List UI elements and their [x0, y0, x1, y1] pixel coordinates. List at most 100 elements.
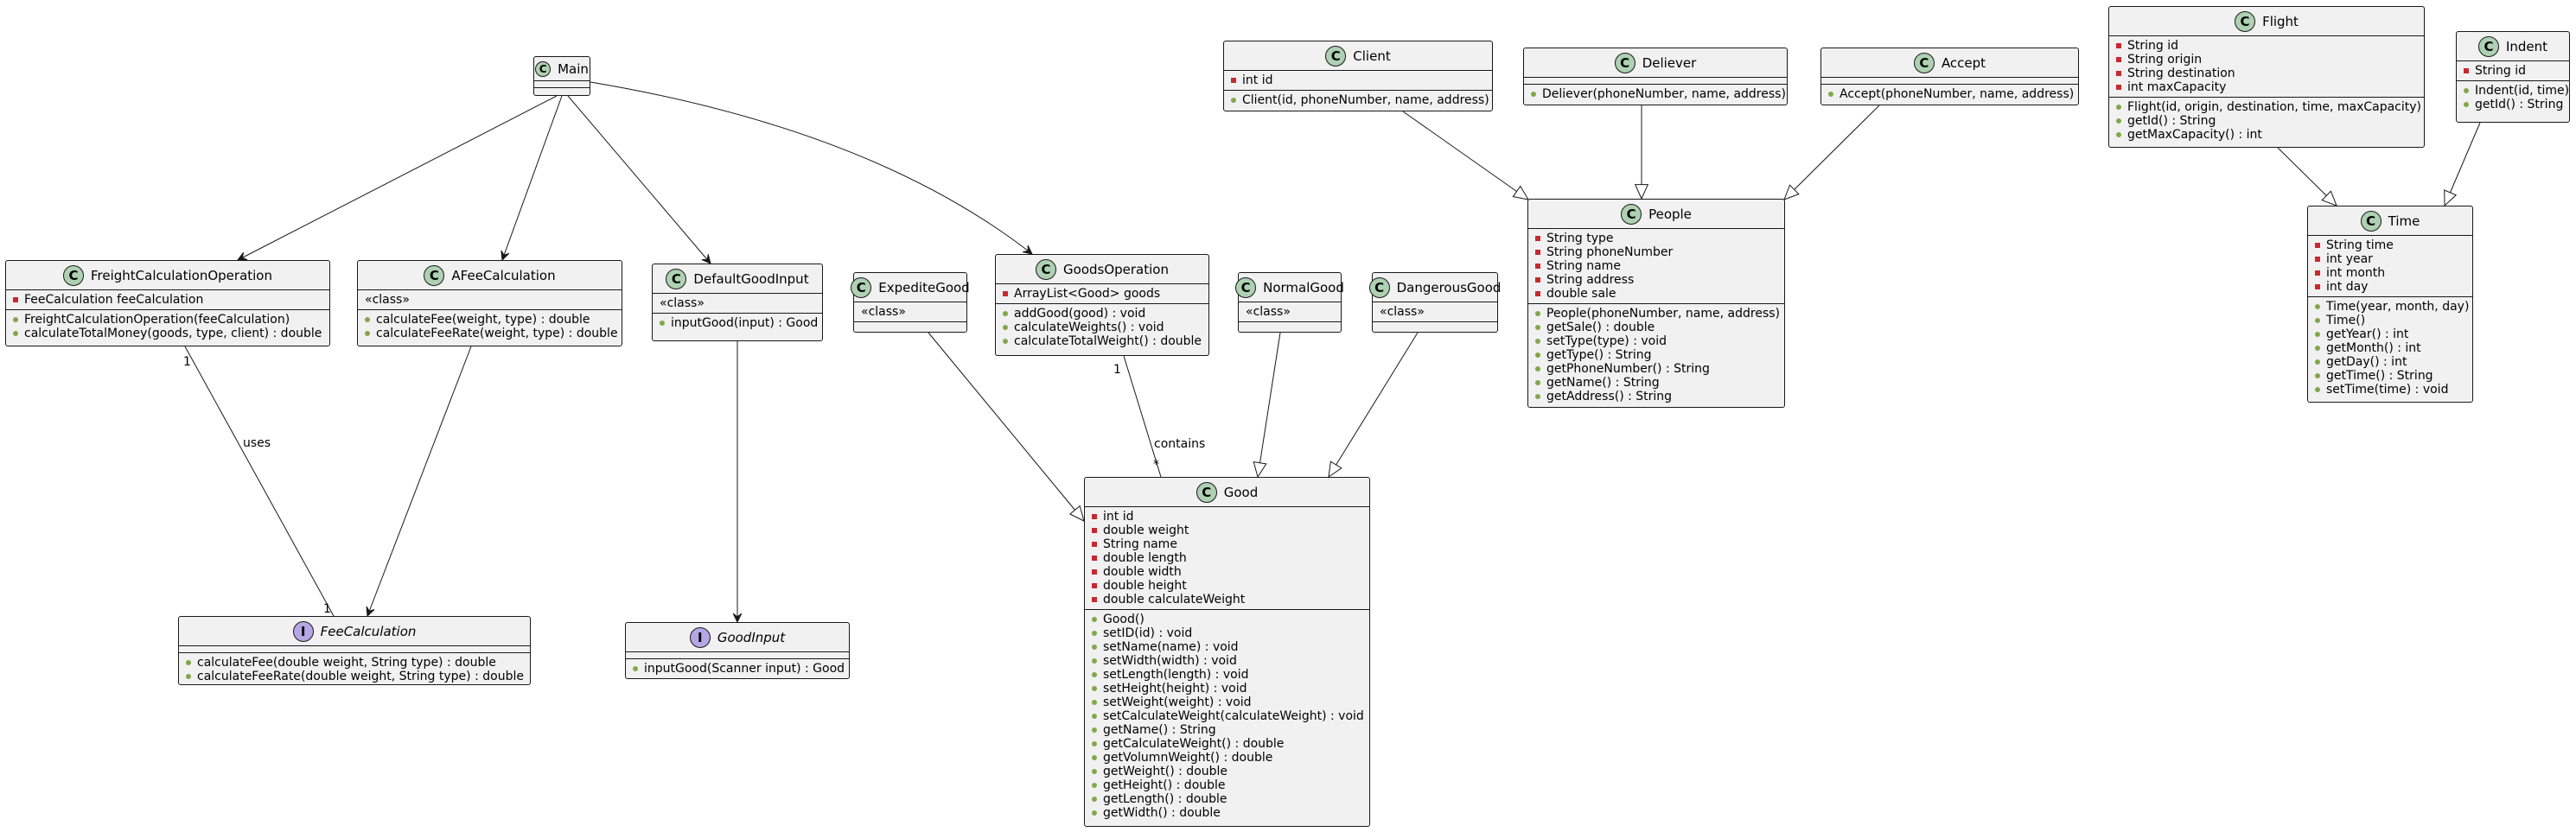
operation-text: People(phoneNumber, name, address) — [1546, 307, 1780, 321]
attribute: String destination — [2116, 67, 2424, 80]
attribute-text: String time — [2326, 238, 2394, 252]
operation-compartment — [854, 322, 966, 329]
attribute-compartment: String id — [2457, 61, 2569, 81]
class-icon: C — [1913, 52, 1935, 73]
attribute-text: String origin — [2127, 53, 2203, 67]
public-visibility-icon — [186, 660, 191, 665]
operation: getDay() : int — [2315, 355, 2472, 369]
inheritance-line-normal-good-to-good — [1257, 332, 1281, 478]
private-visibility-icon — [1535, 277, 1540, 283]
attribute-text: int id — [1242, 73, 1273, 87]
class-icon: C — [1235, 276, 1257, 298]
multiplicity-label: 1 — [1113, 363, 1121, 377]
public-visibility-icon — [1535, 311, 1540, 316]
operation: getTime() : String — [2315, 369, 2472, 383]
operation: Deliever(phoneNumber, name, address) — [1531, 87, 1787, 101]
operation-compartment: inputGood(Scanner input) : Good — [626, 659, 849, 678]
operation: getSale() : double — [1535, 321, 1784, 334]
public-visibility-icon — [2464, 102, 2469, 107]
dependency-line-main-to-goods-operation — [590, 81, 1033, 255]
operation: Indent(id, time) — [2464, 84, 2569, 98]
operation: calculateFee(double weight, String type)… — [186, 656, 530, 670]
operation-text: setName(name) : void — [1103, 640, 1239, 654]
public-visibility-icon — [1535, 339, 1540, 344]
class-name: FeeCalculation — [320, 623, 417, 639]
public-visibility-icon — [1535, 394, 1540, 399]
operation: calculateFee(weight, type) : double — [365, 313, 622, 327]
public-visibility-icon — [1535, 366, 1540, 372]
attribute: int month — [2315, 266, 2472, 280]
dependency-arrowhead — [701, 254, 711, 264]
operation-text: FreightCalculationOperation(feeCalculati… — [24, 313, 290, 327]
public-visibility-icon — [2315, 387, 2320, 392]
class-icon: C — [424, 264, 445, 286]
attribute-text: int maxCapacity — [2127, 80, 2227, 94]
inheritance-line-client-to-people — [1402, 111, 1529, 200]
dependency-arrowhead — [1023, 245, 1033, 255]
class-name: Indent — [2505, 38, 2548, 54]
attribute-text: String name — [1103, 537, 1177, 551]
operation: getType() : String — [1535, 348, 1784, 362]
public-visibility-icon — [633, 666, 638, 671]
operation-text: getAddress() : String — [1546, 390, 1673, 403]
operation-compartment: FreightCalculationOperation(feeCalculati… — [6, 310, 329, 343]
association-line-freight-calculation-operation-to-fee-calculation — [184, 346, 335, 617]
attribute: ArrayList<Good> goods — [1003, 287, 1208, 301]
private-visibility-icon — [1092, 569, 1097, 575]
multiplicity-label: * — [1153, 458, 1159, 472]
class-icon: C — [1325, 45, 1347, 67]
operation-text: getType() : String — [1546, 348, 1652, 362]
attribute: FeeCalculation feeCalculation — [13, 293, 329, 307]
stereotype: «class» — [660, 296, 705, 310]
relation-label: contains — [1154, 437, 1206, 451]
class-icon: C — [1614, 52, 1636, 73]
public-visibility-icon — [660, 321, 665, 326]
operation-text: Good() — [1103, 613, 1145, 626]
public-visibility-icon — [1531, 92, 1536, 97]
public-visibility-icon — [1828, 92, 1833, 97]
attribute: int year — [2315, 252, 2472, 266]
operation-text: calculateWeights() : void — [1014, 321, 1164, 334]
operation-text: setTime(time) : void — [2326, 383, 2449, 397]
private-visibility-icon — [2464, 68, 2469, 73]
operation: Flight(id, origin, destination, time, ma… — [2116, 100, 2424, 114]
operation-compartment — [1373, 322, 1497, 329]
operation: Good() — [1092, 613, 1369, 626]
attribute-text: String id — [2475, 64, 2527, 78]
class-name: GoodInput — [717, 629, 786, 645]
private-visibility-icon — [1092, 528, 1097, 533]
dependency-line-main-to-afee-calculation — [501, 95, 563, 261]
operation-text: getName() : String — [1103, 723, 1216, 737]
inheritance-line-accept-to-people — [1783, 105, 1880, 200]
private-visibility-icon — [1231, 78, 1236, 83]
inheritance-line-expedite-good-to-good — [928, 332, 1085, 522]
operation: calculateTotalWeight() : double — [1003, 334, 1208, 348]
operation-text: Client(id, phoneNumber, name, address) — [1242, 93, 1489, 107]
public-visibility-icon — [365, 331, 370, 336]
public-visibility-icon — [2315, 318, 2320, 323]
operation-text: getPhoneNumber() : String — [1546, 362, 1710, 376]
public-visibility-icon — [1535, 380, 1540, 385]
public-visibility-icon — [2116, 132, 2121, 137]
operation-text: setID(id) : void — [1103, 626, 1193, 640]
private-visibility-icon — [2116, 43, 2121, 48]
operation-compartment: calculateFee(double weight, String type)… — [179, 653, 530, 686]
operation: FreightCalculationOperation(feeCalculati… — [13, 313, 329, 327]
attribute-compartment — [534, 81, 590, 88]
operation-compartment: Flight(id, origin, destination, time, ma… — [2109, 98, 2424, 144]
public-visibility-icon — [2315, 332, 2320, 337]
attribute: String id — [2116, 39, 2424, 53]
